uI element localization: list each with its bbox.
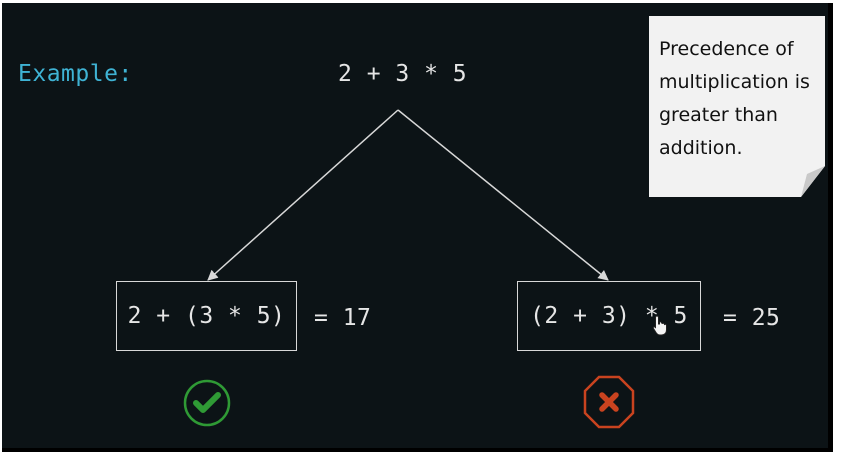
branch-lines	[207, 109, 609, 281]
check-circle-icon	[183, 379, 231, 427]
sticky-note	[649, 16, 825, 197]
right-option-result: = 25	[723, 305, 781, 331]
note-line: Precedence of	[659, 38, 794, 60]
example-label: Example:	[18, 61, 133, 87]
note-line: multiplication is	[659, 71, 810, 93]
note-text: Precedence of multiplication is greater …	[659, 33, 819, 165]
root-expression: 2 + 3 * 5	[338, 61, 468, 87]
left-option-result: = 17	[314, 305, 372, 331]
right-branch-arrow	[397, 109, 609, 281]
left-option-box: 2 + (3 * 5)	[116, 281, 297, 351]
slide-canvas: Example: 2 + 3 * 5 2 + (3 * 5) = 17 (2 +…	[2, 3, 833, 452]
note-line: greater than	[659, 104, 778, 126]
left-branch-arrow	[207, 109, 399, 281]
note-line: addition.	[659, 137, 743, 159]
hand-cursor-icon	[652, 315, 667, 336]
right-option-box: (2 + 3) * 5	[517, 281, 701, 351]
x-octagon-icon	[583, 375, 635, 429]
